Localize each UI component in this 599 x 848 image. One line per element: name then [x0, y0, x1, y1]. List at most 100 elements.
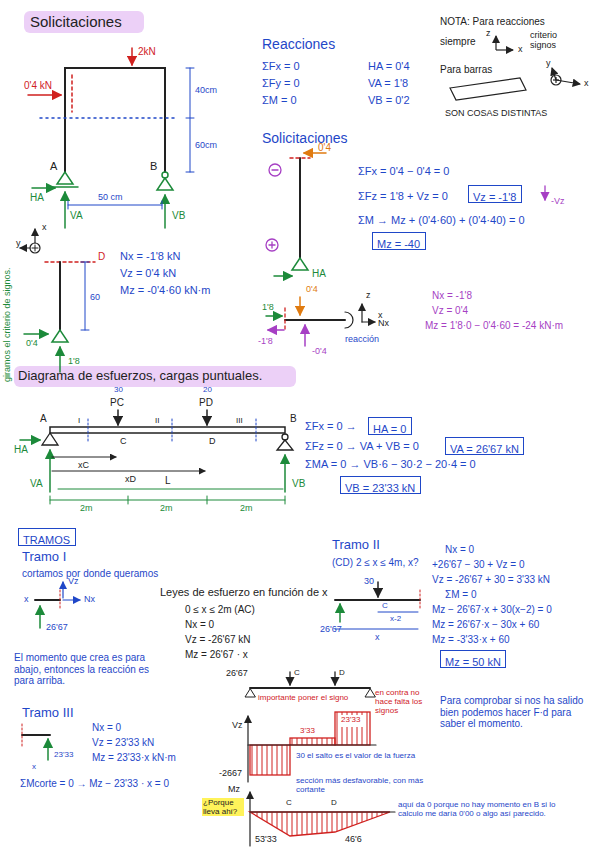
note-text: -0'4: [312, 346, 327, 356]
beam-loads: [284, 455, 286, 492]
note-text: C: [286, 798, 292, 807]
cut-sketches: [22, 724, 23, 746]
page-title: Solicitaciones: [30, 13, 122, 30]
shear-diagram: [365, 689, 375, 697]
note-text: ΣFz = 0 → VA + VB = 0: [305, 440, 419, 453]
note-text: Mz = 1'8·0 − 0'4·60 = -24 kN·m: [425, 320, 563, 332]
beam-loads: [49, 450, 51, 492]
note-text: 50 cm: [98, 192, 123, 202]
note-text: Nx = 0: [185, 619, 214, 631]
note-text: II: [155, 416, 159, 425]
note-text: 30: [114, 385, 123, 394]
note-text: 2m: [80, 503, 93, 513]
note-text: 0'4: [306, 284, 318, 294]
beam-loads: [128, 496, 129, 504]
note-text: cortamos por donde queramos: [22, 568, 158, 580]
column-free-body: [266, 239, 278, 251]
note-text: ΣFz = 1'8 + Vz = 0: [358, 190, 448, 203]
cut-sketches: [60, 590, 61, 610]
column-free-body: [290, 157, 310, 159]
boxed-text: TRAMOS: [23, 534, 70, 547]
note-text: NOTA: Para reacciones: [440, 16, 545, 28]
note-text: Vz = 0'4 kN: [120, 267, 176, 280]
sign-note-sketch: [552, 68, 556, 80]
beam-loads: [52, 457, 116, 458]
note-text: 0'4 kN: [24, 80, 52, 92]
beam-loads: [20, 439, 40, 441]
note-text: Vz: [232, 720, 243, 730]
note-text: El momento que crea es para abajo, enton…: [14, 652, 154, 687]
beam-loads: [50, 427, 285, 433]
lower-column-sketch: [81, 330, 89, 331]
note-text: Tramo II: [332, 538, 380, 553]
note-text: Leyes de esfuerzo en función de x: [160, 586, 328, 599]
column-free-body: [292, 258, 308, 270]
portal-frame: [186, 118, 194, 119]
note-text: x: [42, 222, 47, 232]
note-text: Para barras: [440, 64, 492, 76]
section-sketch: [299, 297, 301, 315]
note-text: C: [120, 436, 127, 446]
portal-frame: [186, 172, 194, 173]
note-text: ΣFx = 0: [262, 60, 300, 73]
note-text: D: [98, 251, 105, 263]
note-text: ΣFx = 0'4 − 0'4 = 0: [358, 165, 449, 178]
note-text: 2m: [160, 503, 173, 513]
section-sketch: [285, 319, 345, 321]
boxed-text: Mz = 50 kN: [445, 656, 501, 669]
note-text: 2kN: [138, 46, 156, 58]
note-text: HA: [14, 444, 28, 456]
note-text: -1'8: [258, 336, 273, 346]
portal-frame: [68, 201, 69, 209]
note-text: ΣMA = 0 → VB·6 − 30·2 − 20·4 = 0: [305, 458, 476, 471]
lower-column-sketch: [20, 247, 30, 248]
portal-frame: [190, 68, 191, 172]
note-text: Vz = 0'4: [432, 305, 468, 317]
note-text: ΣMcorte = 0 → Mz − 23'33 · x = 0: [20, 778, 169, 790]
beam-loads: [88, 419, 89, 441]
note-text: 1'8: [68, 356, 80, 366]
boxed-result: Mz = 50 kN: [440, 650, 506, 668]
note-text: ΣFx = 0 →: [305, 420, 357, 433]
note-text: A: [50, 160, 57, 173]
note-text: siempre: [440, 36, 476, 48]
note-text: reacción: [345, 334, 379, 344]
boxed-result: Vz = -1'8: [468, 185, 522, 203]
lower-column-sketch: [81, 262, 89, 263]
note-text: PD: [199, 397, 213, 409]
boxed-text: VB = 23'33 kN: [345, 482, 415, 495]
note-text: xC: [78, 460, 89, 470]
cut-sketches: [35, 599, 60, 601]
portal-frame: [71, 75, 73, 112]
note-text: 26'67: [320, 624, 342, 634]
note-text: A: [40, 413, 47, 425]
note-text: I: [78, 416, 80, 425]
shear-diagram: [290, 738, 335, 745]
boxed-text: VA = 26'67 kN: [450, 443, 519, 456]
title-highlight: [14, 11, 296, 387]
note-text: y: [16, 238, 21, 248]
note-text: x: [375, 632, 380, 642]
shear-diagram: [335, 712, 370, 745]
beam-loads: [52, 471, 205, 472]
note-text: Solicitaciones: [262, 130, 348, 146]
note-text: HA: [30, 192, 44, 204]
note-text: 46'6: [345, 834, 362, 844]
cut-sketches: [335, 599, 420, 601]
note-text: Nx: [84, 594, 95, 604]
note-text: z: [366, 290, 371, 300]
note-text: 0'4: [318, 142, 331, 154]
portal-frame: [65, 68, 165, 172]
note-text: B: [150, 160, 157, 173]
lower-column-sketch: [52, 330, 68, 342]
shear-diagram: [334, 672, 335, 685]
boxed-result: HA = 0: [368, 417, 412, 435]
beam-loads: [285, 496, 286, 504]
note-text: Mz = 23'33·x kN·m: [92, 752, 176, 764]
note-text: 40cm: [195, 85, 217, 95]
note-text: Vz = 23'33 kN: [92, 737, 154, 749]
boxed-text: Mz = -40: [377, 238, 420, 251]
note-text: III: [236, 416, 243, 425]
note-text: D: [339, 668, 345, 677]
note-text: C: [382, 601, 388, 610]
